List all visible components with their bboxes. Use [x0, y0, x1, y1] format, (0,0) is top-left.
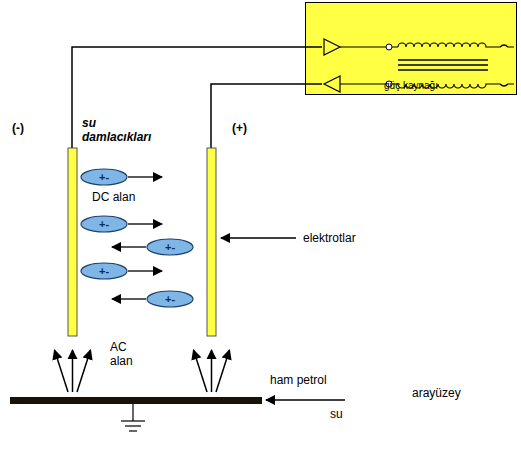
water-droplet: +-: [80, 168, 128, 186]
droplet-outline: [81, 169, 127, 185]
power-supply-fill: [305, 2, 517, 95]
droplet-outline: [81, 263, 127, 279]
droplet-outline: [147, 291, 193, 307]
droplet-title: su damlacıkları: [82, 116, 160, 145]
ac-field-arrows: [55, 350, 230, 392]
field-arrow: [55, 350, 69, 392]
wire: [72, 47, 322, 148]
ground-symbol: [125, 425, 141, 426]
droplet-tail: [112, 246, 146, 248]
charge-sign: +-: [146, 290, 194, 308]
field-label: AC alan: [110, 340, 144, 369]
water-droplet: +-: [80, 262, 128, 280]
box-label: güç kaynağı: [306, 80, 516, 91]
interface-bar: [10, 397, 262, 404]
water-droplet: +-: [146, 290, 194, 308]
wire: [340, 83, 386, 84]
water-droplet: +-: [146, 238, 194, 256]
transformer-core: [398, 69, 488, 71]
charge-sign: +-: [80, 215, 128, 233]
field-arrow: [77, 350, 91, 392]
phase-label: su: [330, 407, 343, 421]
leader-arrow: [221, 237, 296, 239]
electrode: [207, 148, 216, 336]
polarity-sign: (-): [12, 121, 24, 135]
charge-sign: +-: [146, 238, 194, 256]
electrode: [68, 148, 77, 336]
field-arrow: [211, 350, 213, 392]
field-arrow: [72, 350, 74, 392]
wire: [340, 46, 386, 47]
droplet-tail: [128, 176, 162, 178]
wire: [392, 47, 398, 48]
transformer-core: [398, 59, 488, 61]
water-droplet: +-: [80, 215, 128, 233]
polarity-sign: (+): [232, 121, 247, 135]
droplet-outline: [147, 239, 193, 255]
charge-sign: +-: [80, 262, 128, 280]
field-arrow: [194, 350, 208, 392]
interface-label: arayüzey: [412, 386, 461, 400]
droplet-tail: [128, 270, 162, 272]
transformer-core: [398, 64, 488, 66]
leader-arrow: [266, 399, 345, 401]
ground-symbol: [121, 420, 145, 421]
electrode-label: elektrotlar: [303, 231, 356, 245]
ground-symbol: [129, 430, 137, 431]
coil: [398, 43, 514, 47]
droplet-tail: [128, 223, 162, 225]
terminal: [386, 44, 392, 50]
field-arrow: [216, 350, 230, 392]
ground-symbol: [132, 404, 133, 421]
triangle-symbol: [324, 39, 340, 55]
power-supply-box: güç kaynağı: [305, 2, 517, 95]
phase-label: ham petrol: [270, 373, 327, 387]
triangle-symbol: [324, 76, 340, 92]
droplet-outline: [81, 216, 127, 232]
field-label: DC alan: [92, 190, 135, 204]
charge-sign: +-: [80, 168, 128, 186]
droplet-tail: [112, 298, 146, 300]
